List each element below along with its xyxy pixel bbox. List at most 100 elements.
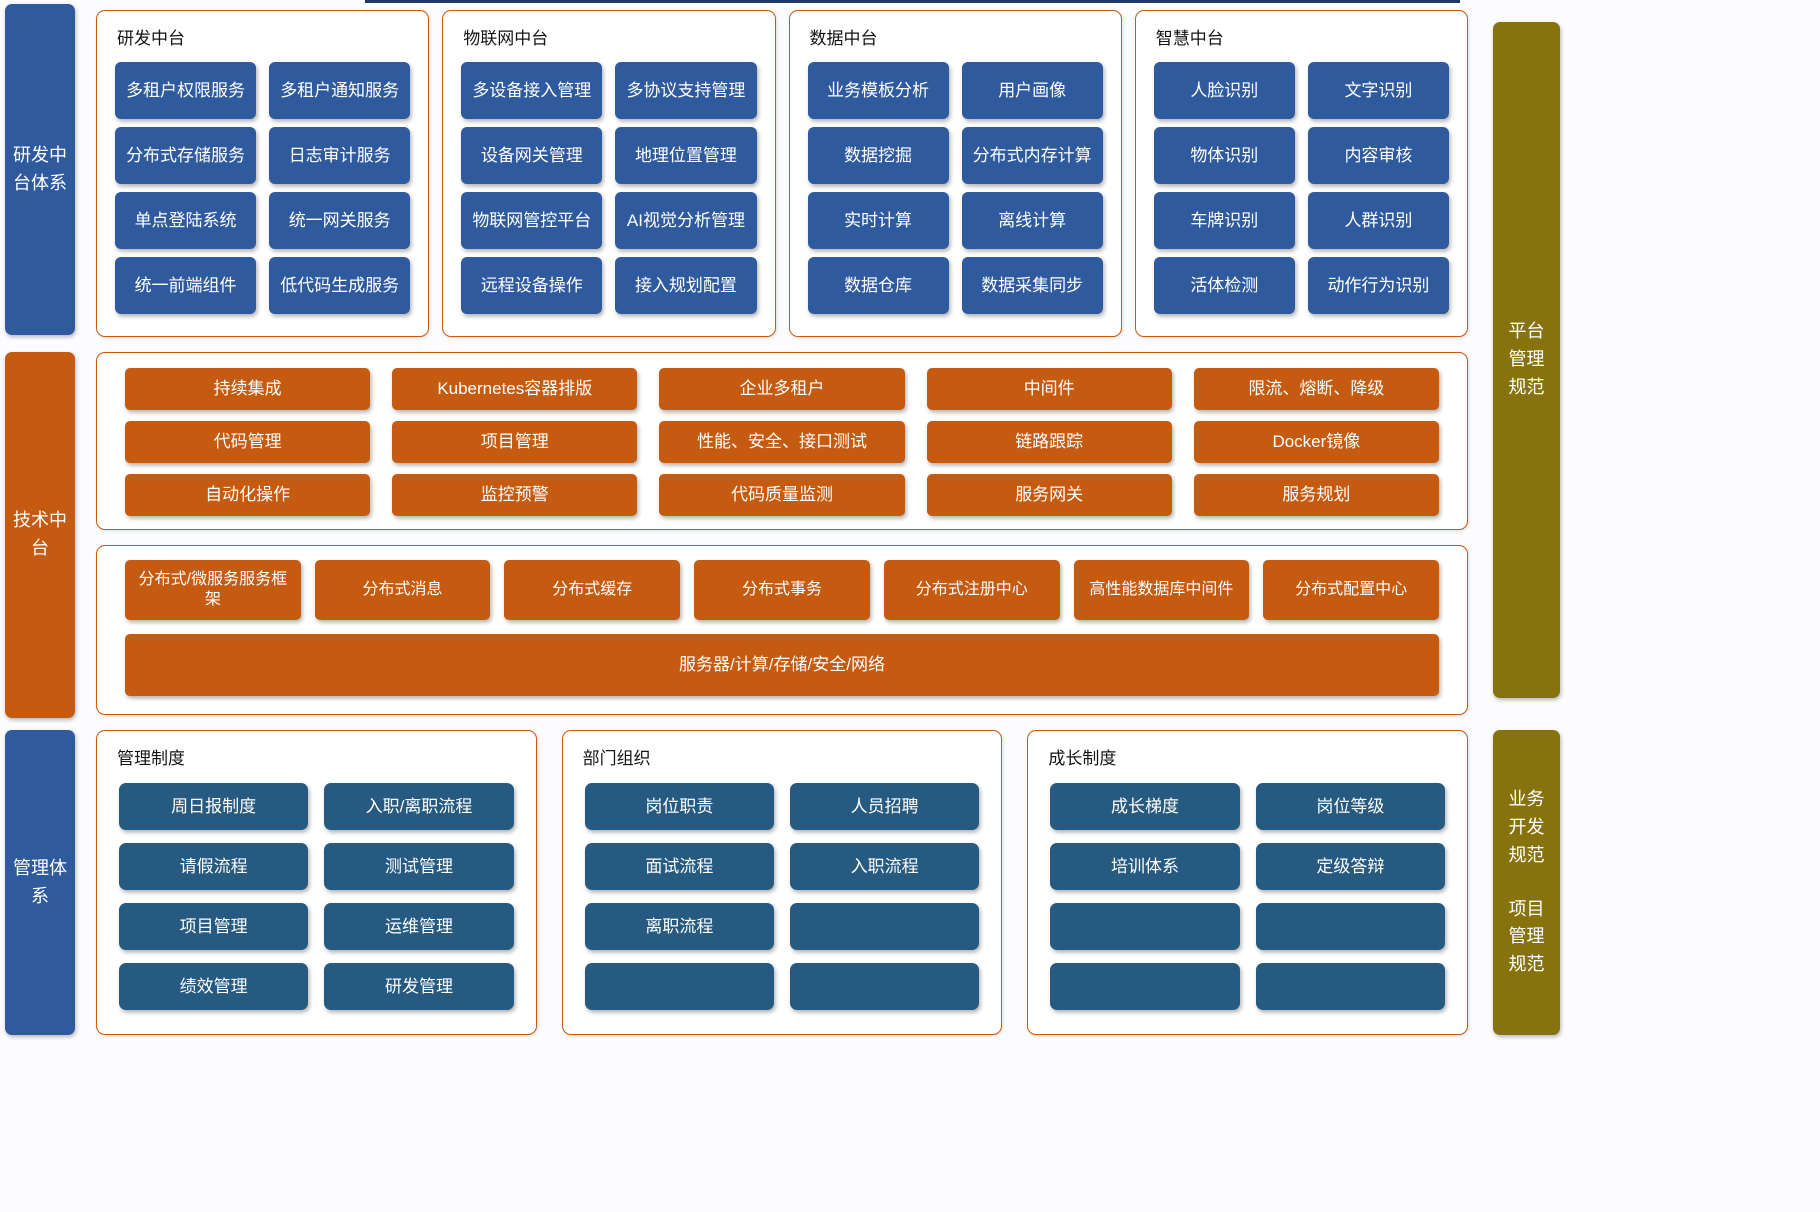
management-box <box>790 903 980 950</box>
capability-box: 车牌识别 <box>1153 192 1295 249</box>
capability-box: 人脸识别 <box>1153 62 1295 119</box>
management-box <box>790 963 980 1010</box>
tech-capability-box: 性能、安全、接口测试 <box>659 421 905 463</box>
rail-labels: 平台管理规范 <box>1493 318 1560 402</box>
rail-labels: 业务开发规范项目管理规范 <box>1493 786 1560 979</box>
management-box: 入职流程 <box>790 843 980 890</box>
group-title: 智慧中台 <box>1155 29 1224 48</box>
group-title: 成长制度 <box>1048 749 1117 768</box>
tech-capability-box: 持续集成 <box>125 368 371 410</box>
capability-box: 地理位置管理 <box>615 127 757 184</box>
capability-box: 数据采集同步 <box>961 257 1103 314</box>
rail-label: 技术中台 <box>13 510 67 558</box>
right-rail-box: 平台管理规范 <box>1493 22 1560 698</box>
capability-box: 人群识别 <box>1307 192 1449 249</box>
tech-capability-box: 监控预警 <box>392 474 638 516</box>
capability-box: 低代码生成服务 <box>269 257 411 314</box>
management-box: 研发管理 <box>324 963 514 1010</box>
capability-box: 文字识别 <box>1307 62 1449 119</box>
infrastructure-bar: 服务器/计算/存储/安全/网络 <box>125 634 1439 696</box>
tech-capability-box: 项目管理 <box>392 421 638 463</box>
capability-box: 数据挖掘 <box>807 127 949 184</box>
management-box: 离职流程 <box>584 903 774 950</box>
infrastructure-box: 高性能数据库中间件 <box>1073 560 1250 620</box>
management-grid: 岗位职责人员招聘面试流程入职流程离职流程 <box>563 769 1002 1026</box>
management-box: 入职/离职流程 <box>324 783 514 830</box>
management-grid: 周日报制度入职/离职流程请假流程测试管理项目管理运维管理绩效管理研发管理 <box>97 769 536 1026</box>
rail-label: 研发中台体系 <box>13 144 67 193</box>
management-box: 岗位职责 <box>584 783 774 830</box>
management-group: 管理制度 周日报制度入职/离职流程请假流程测试管理项目管理运维管理绩效管理研发管… <box>96 730 537 1035</box>
management-box: 人员招聘 <box>790 783 980 830</box>
capability-box: 多租户权限服务 <box>115 62 257 119</box>
management-box <box>1255 903 1446 950</box>
cropped-edge-decoration <box>365 0 1460 3</box>
management-box <box>1255 963 1446 1010</box>
platform-group: 数据中台 业务模板分析用户画像数据挖掘分布式内存计算实时计算离线计算数据仓库数据… <box>788 10 1122 337</box>
infrastructure-box: 分布式消息 <box>314 560 491 620</box>
capability-box: 远程设备操作 <box>461 257 603 314</box>
management-box <box>1050 903 1240 950</box>
group-title: 数据中台 <box>809 29 878 48</box>
capability-box: 用户画像 <box>961 62 1103 119</box>
rail-label: 平台管理规范 <box>1508 321 1545 397</box>
management-box: 定级答辩 <box>1255 843 1446 890</box>
capability-box: 分布式存储服务 <box>115 127 257 184</box>
management-box: 绩效管理 <box>119 963 309 1010</box>
capability-box: 统一前端组件 <box>115 257 257 314</box>
capability-box: 设备网关管理 <box>461 127 603 184</box>
capability-box: 物联网管控平台 <box>461 192 603 249</box>
left-rail-box: 技术中台 <box>5 352 75 718</box>
tech-capability-box: 服务网关 <box>926 474 1172 516</box>
capability-box: AI视觉分析管理 <box>615 192 757 249</box>
capability-box: 多租户通知服务 <box>269 62 411 119</box>
tech-capability-box: Kubernetes容器排版 <box>392 368 638 410</box>
management-box: 面试流程 <box>584 843 774 890</box>
capability-box: 动作行为识别 <box>1307 257 1449 314</box>
management-group: 部门组织 岗位职责人员招聘面试流程入职流程离职流程 <box>561 730 1003 1035</box>
infrastructure-box: 分布式配置中心 <box>1263 560 1439 620</box>
capability-box: 日志审计服务 <box>269 127 411 184</box>
tech-capability-box: 服务规划 <box>1193 474 1439 516</box>
rail-label: 业务开发规范 <box>1508 788 1545 865</box>
management-box: 项目管理 <box>119 903 309 950</box>
management-box: 周日报制度 <box>119 783 309 830</box>
management-box <box>584 963 774 1010</box>
capability-box: 物体识别 <box>1153 127 1295 184</box>
platform-groups-row: 研发中台 多租户权限服务多租户通知服务分布式存储服务日志审计服务单点登陆系统统一… <box>96 10 1468 337</box>
rail-label: 项目管理规范 <box>1508 898 1545 975</box>
group-title: 部门组织 <box>582 749 651 768</box>
group-title: 管理制度 <box>117 749 185 768</box>
management-box: 培训体系 <box>1050 843 1240 890</box>
management-box: 成长梯度 <box>1050 783 1240 830</box>
tech-capability-box: 限流、熔断、降级 <box>1193 368 1439 410</box>
infrastructure-group: 分布式/微服务服务框架分布式消息分布式缓存分布式事务分布式注册中心高性能数据库中… <box>96 545 1468 715</box>
capability-box: 单点登陆系统 <box>115 192 257 249</box>
management-box: 测试管理 <box>324 843 514 890</box>
management-box <box>1050 963 1240 1010</box>
platform-group: 智慧中台 人脸识别文字识别物体识别内容审核车牌识别人群识别活体检测动作行为识别 <box>1134 10 1468 337</box>
management-group: 成长制度 成长梯度岗位等级培训体系定级答辩 <box>1027 730 1469 1035</box>
management-groups-row: 管理制度 周日报制度入职/离职流程请假流程测试管理项目管理运维管理绩效管理研发管… <box>96 730 1469 1035</box>
capability-grid: 多租户权限服务多租户通知服务分布式存储服务日志审计服务单点登陆系统统一网关服务统… <box>97 49 428 328</box>
capability-box: 分布式内存计算 <box>961 127 1103 184</box>
management-box: 岗位等级 <box>1255 783 1446 830</box>
group-title: 研发中台 <box>117 29 185 48</box>
capability-box: 接入规划配置 <box>615 257 757 314</box>
tech-capability-box: 中间件 <box>926 368 1172 410</box>
infrastructure-box: 分布式/微服务服务框架 <box>125 560 301 620</box>
management-box: 运维管理 <box>324 903 514 950</box>
capability-box: 实时计算 <box>807 192 949 249</box>
management-box: 请假流程 <box>119 843 309 890</box>
management-grid: 成长梯度岗位等级培训体系定级答辩 <box>1028 769 1467 1026</box>
infrastructure-box: 分布式缓存 <box>504 560 681 620</box>
tech-capability-box: Docker镜像 <box>1193 421 1439 463</box>
group-title: 物联网中台 <box>463 29 549 48</box>
capability-box: 内容审核 <box>1307 127 1449 184</box>
capability-box: 统一网关服务 <box>269 192 411 249</box>
platform-group: 研发中台 多租户权限服务多租户通知服务分布式存储服务日志审计服务单点登陆系统统一… <box>96 10 430 337</box>
